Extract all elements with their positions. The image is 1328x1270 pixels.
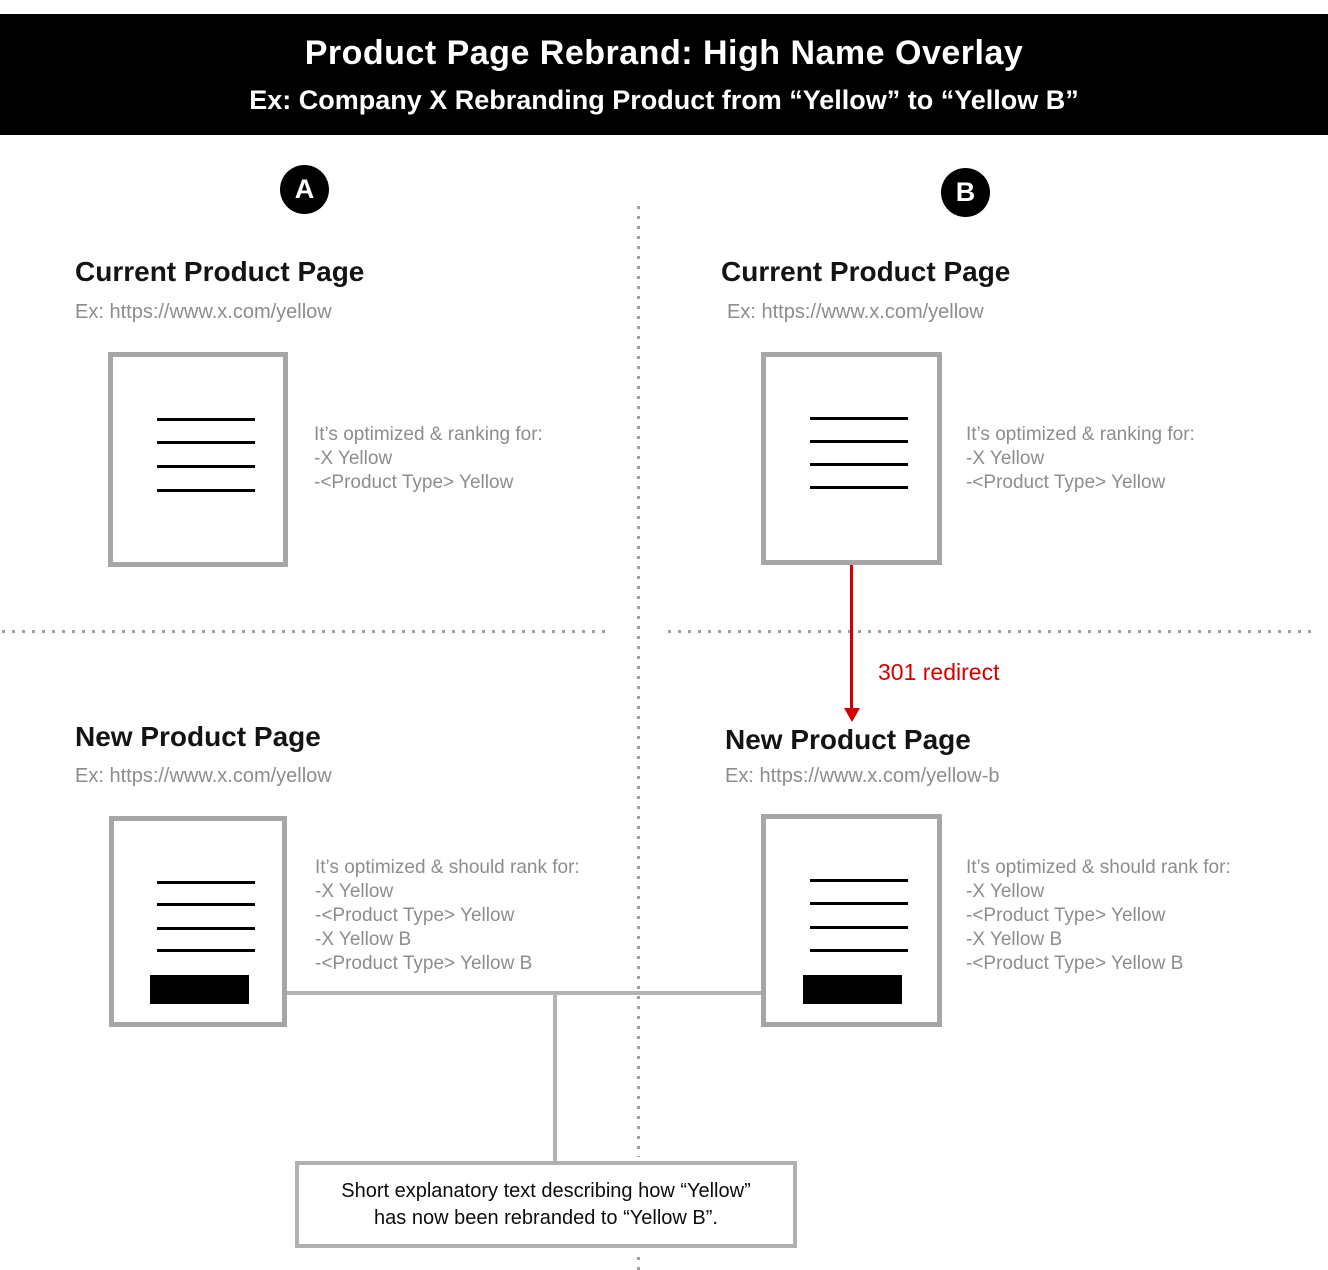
keyword-line: -X Yellow <box>966 881 1045 902</box>
keyword-line: It’s optimized & should rank for: <box>966 857 1231 878</box>
connector-vertical <box>553 991 557 1163</box>
badge-b: B <box>941 168 990 217</box>
url-current-b: Ex: https://www.x.com/yellow <box>727 301 984 323</box>
doc-line <box>157 927 255 930</box>
keyword-line: -<Product Type> Yellow <box>966 905 1166 926</box>
keyword-line: -<Product Type> Yellow B <box>966 953 1184 974</box>
keyword-line: -X Yellow <box>314 448 393 469</box>
page-subtitle: Ex: Company X Rebranding Product from “Y… <box>249 84 1079 115</box>
header-banner: Product Page Rebrand: High Name Overlay … <box>0 14 1328 135</box>
document-new-b <box>761 814 942 1027</box>
redirect-label: 301 redirect <box>878 659 1000 685</box>
doc-line <box>810 926 908 929</box>
keyword-line: -X Yellow <box>315 881 394 902</box>
keyword-line: It’s optimized & ranking for: <box>314 424 543 445</box>
document-current-b <box>761 352 942 565</box>
keyword-line: It’s optimized & should rank for: <box>315 857 580 878</box>
horizontal-divider-dotted-right <box>668 630 1316 633</box>
document-current-a <box>108 352 288 567</box>
keyword-line: -X Yellow B <box>315 929 412 950</box>
badge-a: A <box>280 165 329 214</box>
doc-line <box>810 902 908 905</box>
horizontal-divider-dotted-left <box>2 630 606 633</box>
keyword-line: -X Yellow B <box>966 929 1063 950</box>
keyword-line: It’s optimized & ranking for: <box>966 424 1195 445</box>
heading-current-product-page-b: Current Product Page <box>721 256 1011 287</box>
note-line-2: has now been rebranded to “Yellow B”. <box>374 1206 718 1229</box>
url-current-a: Ex: https://www.x.com/yellow <box>75 301 332 323</box>
doc-line <box>810 417 908 420</box>
page-title: Product Page Rebrand: High Name Overlay <box>304 33 1024 72</box>
doc-line <box>157 418 255 421</box>
connector-horizontal <box>247 991 805 995</box>
doc-line <box>810 486 908 489</box>
heading-new-product-page-a: New Product Page <box>75 721 321 752</box>
heading-new-product-page-b: New Product Page <box>725 724 971 755</box>
keyword-line: -<Product Type> Yellow B <box>315 953 533 974</box>
note-line-1: Short explanatory text describing how “Y… <box>341 1179 751 1202</box>
doc-line <box>810 440 908 443</box>
doc-line <box>157 881 255 884</box>
url-new-a: Ex: https://www.x.com/yellow <box>75 765 332 787</box>
heading-current-product-page-a: Current Product Page <box>75 256 365 287</box>
keywords-new-a: It’s optimized & should rank for: -X Yel… <box>315 856 580 976</box>
vertical-divider-dotted-bottom <box>637 1257 640 1270</box>
keywords-new-b: It’s optimized & should rank for: -X Yel… <box>966 856 1231 976</box>
doc-highlight-block <box>803 975 902 1004</box>
vertical-divider-dotted-top <box>637 206 640 1157</box>
url-new-b: Ex: https://www.x.com/yellow-b <box>725 765 1000 787</box>
doc-line <box>157 441 255 444</box>
keyword-line: -X Yellow <box>966 448 1045 469</box>
redirect-arrow-shaft <box>850 565 853 709</box>
keywords-current-b: It’s optimized & ranking for: -X Yellow … <box>966 423 1195 495</box>
document-new-a <box>109 816 287 1027</box>
doc-line <box>157 903 255 906</box>
keyword-line: -<Product Type> Yellow <box>314 472 514 493</box>
redirect-arrow-head-icon <box>844 708 860 722</box>
doc-line <box>157 489 255 492</box>
keywords-current-a: It’s optimized & ranking for: -X Yellow … <box>314 423 543 495</box>
doc-highlight-block <box>150 975 249 1004</box>
doc-line <box>157 949 255 952</box>
note-box: Short explanatory text describing how “Y… <box>295 1161 797 1248</box>
doc-line <box>810 949 908 952</box>
doc-line <box>810 463 908 466</box>
keyword-line: -<Product Type> Yellow <box>315 905 515 926</box>
doc-line <box>810 879 908 882</box>
doc-line <box>157 465 255 468</box>
keyword-line: -<Product Type> Yellow <box>966 472 1166 493</box>
